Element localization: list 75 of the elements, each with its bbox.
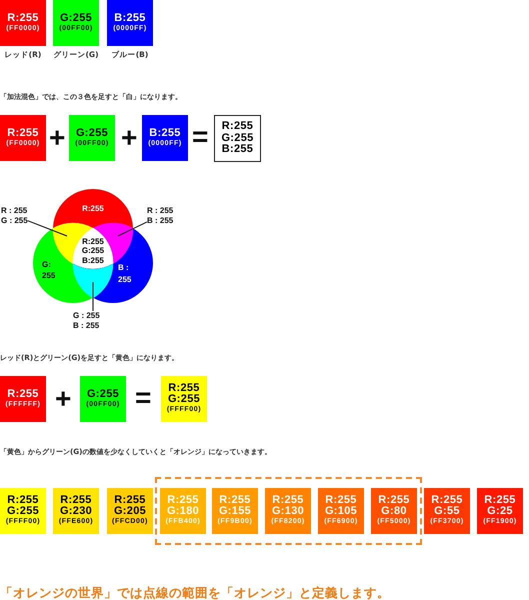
channel-value: G:130 [272,506,304,517]
channel-value: B:255 [222,144,254,156]
color-swatch [53,0,99,46]
color-swatch [0,115,46,161]
plus-sign: + [55,391,71,407]
plus-sign: + [49,130,65,146]
channel-value: R:255 [167,495,199,506]
color-swatch [0,376,46,422]
channel-value: G : 255 [73,311,100,320]
color-swatch [0,488,46,534]
leader-line [92,282,94,312]
channel-value: R:255 [378,495,410,506]
channel-value: R : 255 [147,206,174,216]
caption-text: 「オレンジの世界」では点線の範囲を「オレンジ」と定義します。 [0,585,390,600]
channel-value: G:205 [114,506,146,517]
channel-value: R:255 [219,495,251,506]
channel-value: R:255 [82,236,104,246]
channel-value: G: 255 [42,259,56,281]
color-swatch [80,376,126,422]
leader-line [27,220,68,236]
color-swatch [107,0,153,46]
channel-value: R:255 [114,495,146,506]
channel-value: G:255 [86,388,120,400]
plus-sign: + [121,130,137,146]
channel-value: R:255 [431,495,463,506]
channel-value: B:255 [82,256,104,266]
channel-value: G:55 [434,506,460,517]
channel-value: G : 255 [1,216,28,225]
dashed-frame [155,477,422,545]
channel-value: B : 255 [147,216,174,225]
channel-value: G:80 [381,506,407,517]
channel-value: R:255 [7,12,39,24]
color-swatch [477,488,523,534]
leader-line [118,221,148,236]
color-swatch [142,115,188,161]
channel-value: G:180 [166,506,200,517]
color-swatch [53,488,99,534]
channel-value: R:255 [484,495,516,506]
channel-value: G:230 [60,506,92,517]
channel-value: R:255 [272,495,304,506]
channel-value: R:255 [82,204,104,214]
color-swatch [265,488,311,534]
channel-value: G:255 [60,12,92,24]
channel-value: B : 255 [73,320,100,330]
channel-value: R:255 [222,121,254,133]
result-box [214,115,261,162]
color-swatch [107,488,153,534]
channel-value: B:255 [114,12,146,24]
channel-value: B : 255 [118,262,132,286]
channel-value: G:25 [487,506,513,517]
channel-value: G:105 [324,506,358,517]
channel-value: R:255 [7,128,39,138]
equals-sign: = [135,390,151,406]
channel-value: R:255 [7,388,39,400]
channel-value: G:255 [221,132,254,144]
channel-value: R : 255 [1,206,28,216]
channel-value: G:255 [6,506,40,517]
channel-value: G:255 [82,246,104,256]
channel-value: R:255 [325,495,357,506]
channel-value: R:255 [7,495,39,506]
color-swatch [0,0,46,46]
color-swatch [69,115,115,161]
channel-value: R:255 [60,495,92,506]
channel-value: G:255 [76,128,108,138]
channel-value: B:255 [149,128,181,138]
channel-value: R:255 [168,383,200,394]
channel-value: G:155 [218,506,252,517]
equals-sign: = [192,129,208,145]
color-swatch [212,488,258,534]
color-swatch [371,488,417,534]
color-swatch [424,488,470,534]
color-swatch [160,488,206,534]
color-swatch [161,376,207,422]
channel-value: G:255 [168,394,200,405]
color-swatch [318,488,364,534]
